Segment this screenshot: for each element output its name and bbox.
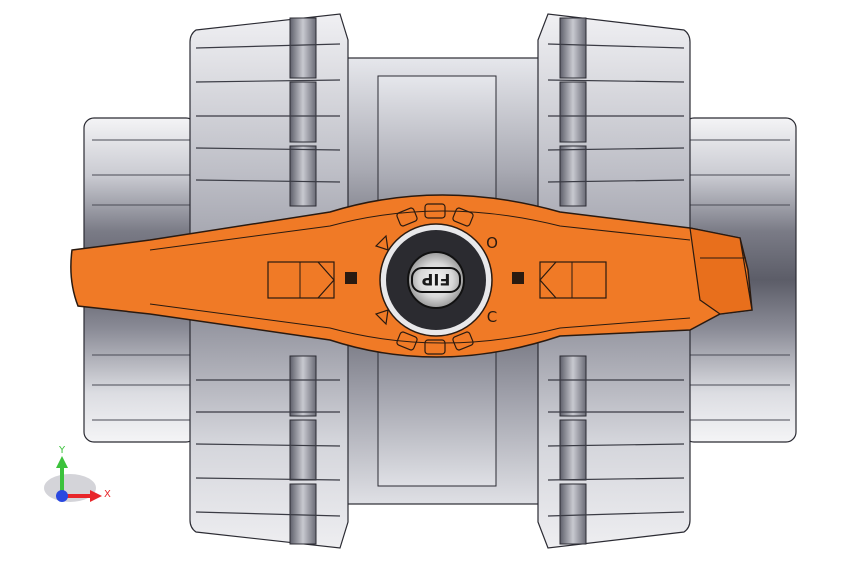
axis-triad [44,456,102,502]
triad-x-label: X [104,489,111,500]
ring-label-open: O [486,234,498,252]
handle-hub [379,223,493,337]
triad-y-label: Y [58,445,66,456]
ring-label-close: C [487,308,497,326]
right-union-nut [537,13,691,549]
triad-z-dot [56,490,68,502]
hub-logo-text: FIP [421,270,450,289]
